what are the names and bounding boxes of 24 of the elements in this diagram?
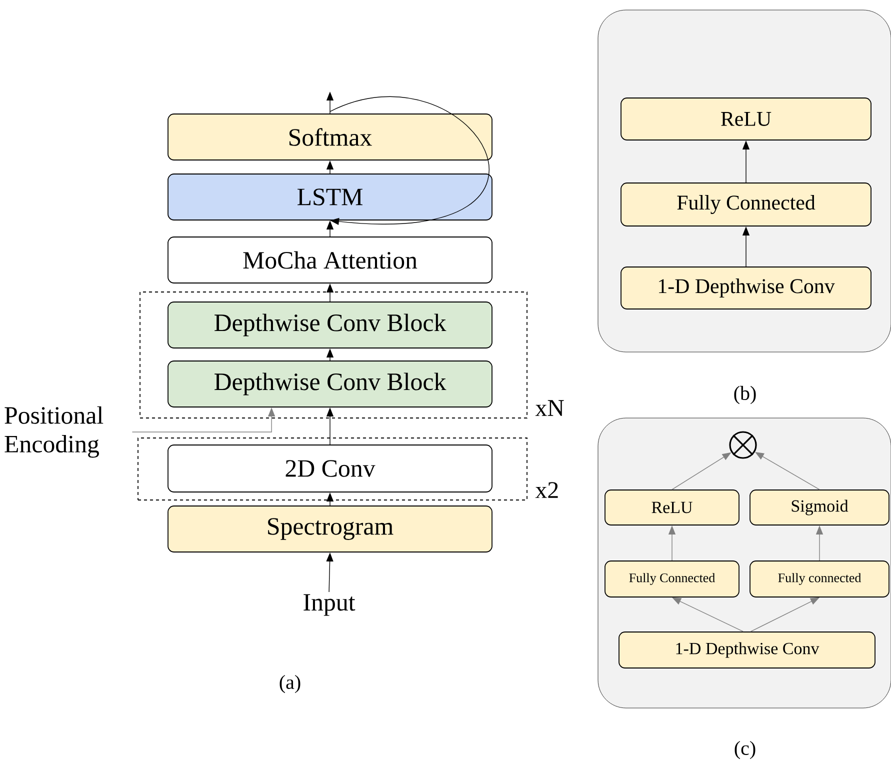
layer-box: 2D Conv — [168, 444, 492, 492]
layer-box: Fully Connected — [620, 182, 872, 226]
layer-box: MoCha Attention — [168, 236, 492, 284]
layer-box: 1-D Depthwise Conv — [618, 632, 876, 668]
layer-box: Fully Connected — [604, 560, 740, 598]
panel-caption: (b) — [734, 386, 756, 404]
layer-box: 1-D Depthwise Conv — [620, 266, 872, 310]
input-label: Input — [304, 594, 356, 616]
layer-box: ReLU — [620, 98, 872, 140]
panel-caption: (c) — [734, 740, 756, 760]
panel-caption: (a) — [280, 674, 300, 694]
layer-box: Sigmoid — [750, 490, 890, 526]
layer-box: Fully connected — [750, 560, 890, 598]
multiply-symbol — [729, 431, 757, 459]
layer-box: LSTM — [168, 174, 492, 220]
node-label: x2 — [535, 482, 558, 498]
layer-box: Spectrogram — [168, 506, 492, 552]
layer-box: Softmax — [168, 114, 492, 160]
input-label: Positional Encoding — [4, 406, 104, 458]
layer-box: ReLU — [604, 490, 740, 526]
arrow — [330, 96, 490, 225]
node-label: xN — [535, 400, 564, 416]
layer-box: Depthwise Conv Block — [168, 360, 492, 408]
layer-box: Depthwise Conv Block — [168, 302, 492, 348]
